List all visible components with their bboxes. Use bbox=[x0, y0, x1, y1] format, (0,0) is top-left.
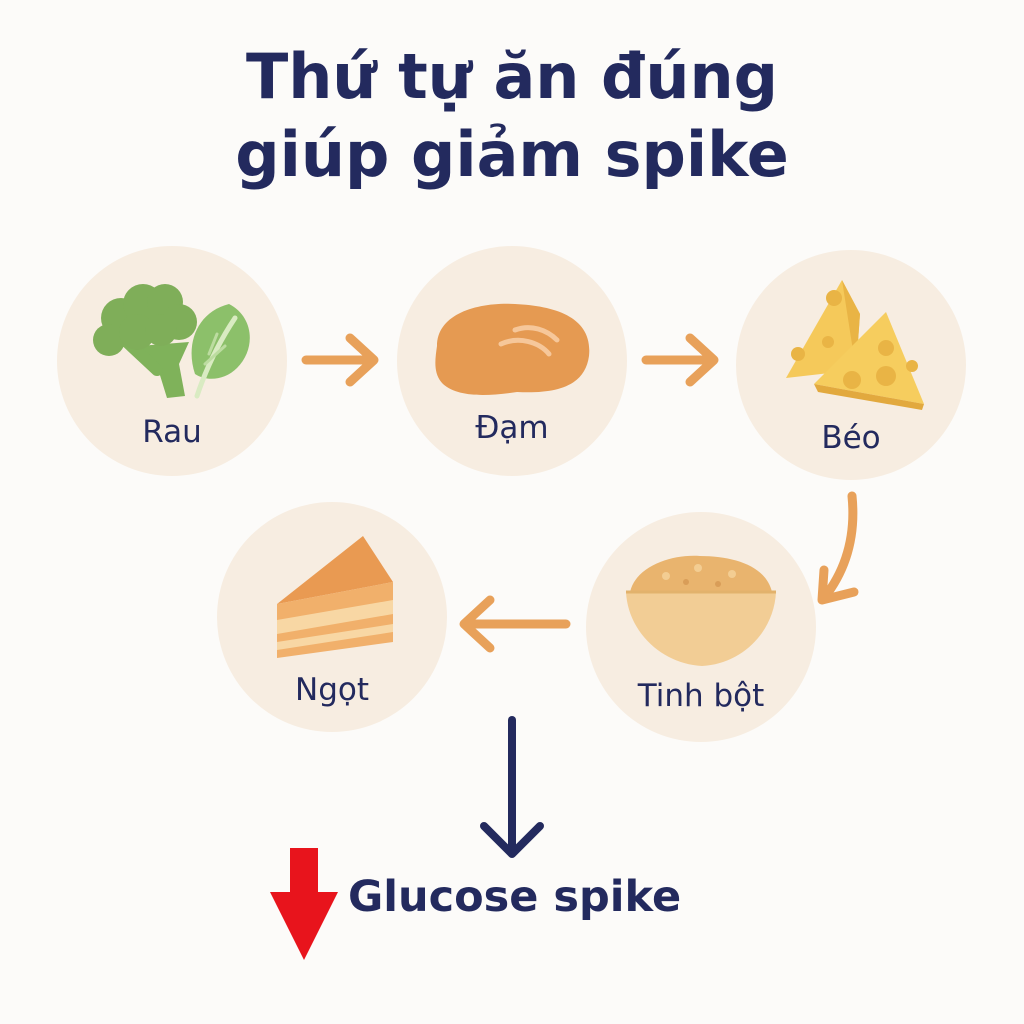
title-line-2: giúp giảm spike bbox=[235, 118, 789, 191]
arrow-dam-to-beo bbox=[641, 333, 719, 387]
title-line-1: Thứ tự ăn đúng bbox=[245, 40, 779, 113]
step-rau: Rau bbox=[57, 246, 287, 476]
step-beo: Béo bbox=[736, 250, 966, 480]
protein-icon bbox=[435, 303, 590, 395]
step-dam: Đạm bbox=[397, 246, 627, 476]
step-label: Ngọt bbox=[295, 672, 369, 708]
cheese-icon bbox=[786, 280, 924, 410]
step-label: Rau bbox=[142, 414, 202, 450]
step-ngot: Ngọt bbox=[217, 502, 447, 732]
arrow-tinh-bot-to-ngot bbox=[459, 595, 571, 653]
down-arrow-icon bbox=[270, 848, 338, 960]
arrow-rau-to-dam bbox=[301, 333, 379, 387]
cake-icon bbox=[277, 536, 393, 658]
step-label: Tinh bột bbox=[637, 678, 765, 714]
vegetable-icon bbox=[93, 284, 250, 399]
arrow-beo-to-tinh-bot bbox=[817, 491, 859, 605]
page-title: Thứ tự ăn đúng giúp giảm spike bbox=[0, 38, 1024, 194]
step-label: Đạm bbox=[475, 410, 549, 446]
arrow-to-outcome bbox=[480, 716, 544, 858]
step-tinh-bot: Tinh bột bbox=[586, 512, 816, 742]
rice-bowl-icon bbox=[626, 555, 776, 666]
glucose-spike-label: Glucose spike bbox=[348, 872, 682, 922]
step-label: Béo bbox=[821, 420, 881, 456]
